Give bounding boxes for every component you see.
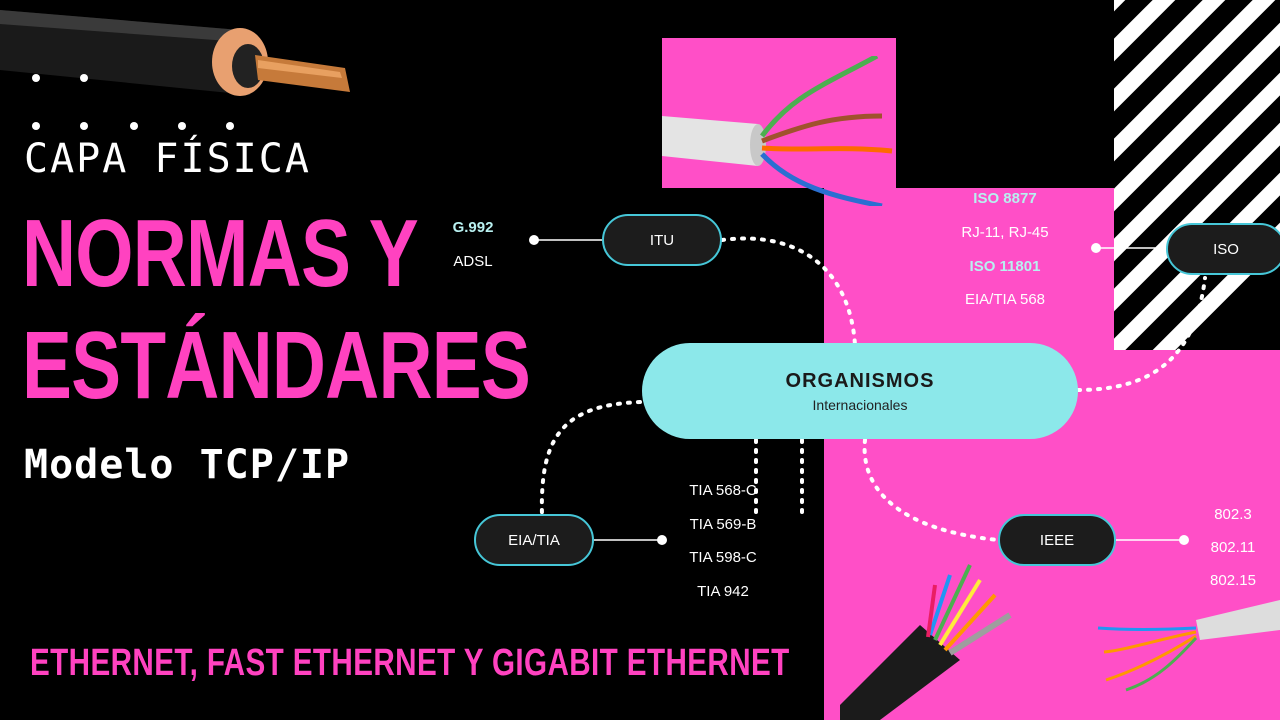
fiber-optic-cable-image	[840, 564, 1012, 720]
footer-text: ETHERNET, FAST ETHERNET Y GIGABIT ETHERN…	[30, 642, 790, 684]
diagonal-stripes-decoration	[1114, 0, 1280, 350]
copper-cable-image	[0, 10, 350, 96]
node-iso: ISO	[1166, 223, 1280, 275]
center-node-subtitle: Internacionales	[812, 396, 908, 413]
pink-panel-upper-right	[896, 188, 1116, 248]
layer-title: CAPA FÍSICA	[24, 136, 311, 182]
iso-item: ISO 8877	[973, 190, 1037, 207]
ieee-item: 802.3	[1214, 506, 1252, 523]
node-itu: ITU	[602, 214, 722, 266]
node-ieee: IEEE	[998, 514, 1116, 566]
iso-item: RJ-11, RJ-45	[961, 224, 1049, 241]
itu-item: G.992	[452, 219, 494, 236]
itu-item: ADSL	[453, 253, 493, 270]
main-title-line2: ESTÁNDARES	[22, 312, 531, 419]
decor-dot	[32, 122, 40, 130]
center-node-organismos: ORGANISMOS Internacionales	[642, 343, 1078, 439]
model-subtitle: Modelo TCP/IP	[24, 442, 351, 488]
twisted-pair-cable-image	[662, 56, 893, 206]
iso-item: EIA/TIA 568	[964, 291, 1046, 308]
ieee-item: 802.11	[1210, 539, 1256, 556]
node-eia-tia: EIA/TIA	[474, 514, 594, 566]
decor-dot	[226, 122, 234, 130]
eiatia-item: TIA 569-B	[689, 516, 757, 533]
decor-dot	[80, 74, 88, 82]
decor-dot	[80, 122, 88, 130]
iso-item: ISO 11801	[969, 258, 1041, 275]
decor-dot	[178, 122, 186, 130]
main-title-line1: NORMAS Y	[22, 200, 419, 307]
decor-dot	[130, 122, 138, 130]
eiatia-item: TIA 568-C	[689, 482, 757, 499]
cat-cable-image	[1097, 600, 1280, 692]
eiatia-item: TIA 942	[697, 583, 749, 600]
center-node-title: ORGANISMOS	[785, 369, 935, 392]
ieee-item: 802.15	[1210, 572, 1256, 589]
decor-dot	[32, 74, 40, 82]
eiatia-item: TIA 598-C	[689, 549, 757, 566]
